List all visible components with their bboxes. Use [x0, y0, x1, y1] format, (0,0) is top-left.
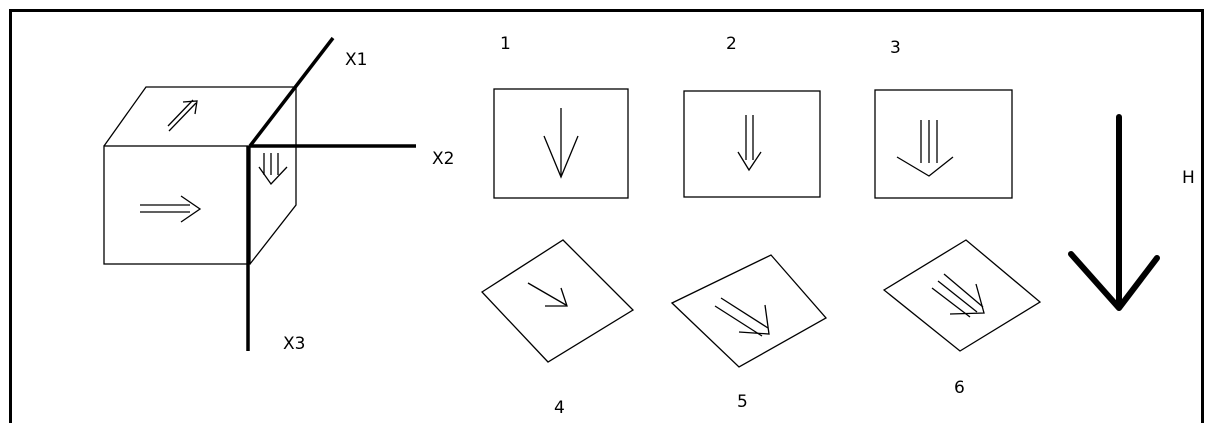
axes — [246, 36, 416, 351]
axis-x1-line — [248, 36, 335, 148]
cube-side-arrow — [258, 153, 288, 186]
panel-4 — [480, 239, 635, 363]
panel-3 — [874, 89, 1013, 199]
panel-2-frame — [683, 90, 821, 198]
cube-side-edges — [249, 87, 297, 265]
panel-6-arrow-icon — [931, 273, 985, 318]
axis-x1-label: X1 — [345, 50, 368, 70]
panel-5-arrow-icon — [714, 297, 770, 337]
panel-6-frame — [882, 239, 1042, 352]
diagram-frame — [9, 9, 1204, 423]
panel-2-arrow-icon — [737, 115, 762, 172]
panel-5 — [670, 254, 828, 368]
panel-1-arrow-icon — [543, 108, 579, 179]
panel-4-frame — [480, 239, 635, 363]
panel-6 — [882, 239, 1042, 352]
cube-front-face — [103, 145, 251, 265]
panel-1 — [493, 88, 629, 199]
cube — [103, 86, 297, 265]
cube-top-arrow — [167, 99, 198, 132]
cube-top-edges — [103, 86, 296, 147]
panel-2 — [683, 90, 821, 198]
panel-2-number: 2 — [726, 34, 737, 54]
panel-4-arrow-icon — [527, 282, 568, 307]
panel-3-frame — [874, 89, 1013, 199]
panel-3-arrow-icon — [896, 120, 954, 177]
panel-1-frame — [493, 88, 629, 199]
panel-3-number: 3 — [890, 38, 901, 58]
panel-5-frame — [670, 254, 828, 368]
axis-x3-label: X3 — [283, 334, 306, 354]
field-arrow-h-icon — [1068, 114, 1160, 311]
panel-6-number: 6 — [954, 378, 965, 398]
cube-front-arrow — [140, 195, 202, 223]
panel-1-number: 1 — [500, 34, 511, 54]
axis-x2-label: X2 — [432, 149, 455, 169]
field-label-h: H — [1182, 168, 1195, 188]
panel-5-number: 5 — [737, 392, 748, 412]
panel-4-number: 4 — [554, 398, 565, 418]
